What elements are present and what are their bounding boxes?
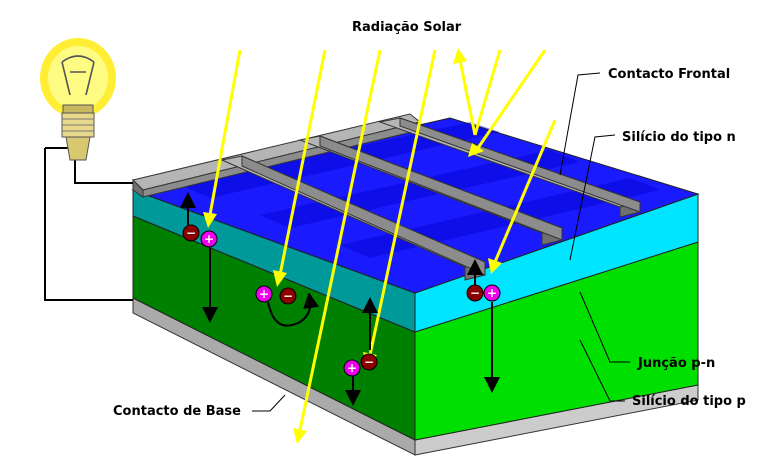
leader-line-base-contact [252, 394, 286, 412]
svg-text:−: − [283, 289, 293, 303]
sun-ray [293, 49, 382, 444]
leader-line-p-silicon [579, 339, 625, 402]
hole: + [343, 359, 361, 377]
leader-line-pn-junction [579, 291, 630, 363]
hole: + [200, 230, 218, 248]
sun-ray [203, 49, 242, 228]
leader-line-front-contact [559, 72, 601, 176]
label-solar-radiation: Radiação Solar [352, 20, 462, 35]
electron: − [466, 284, 484, 302]
label-p-silicon: Silício do tipo p [632, 394, 746, 409]
svg-text:−: − [470, 286, 480, 300]
sun-ray-reflected [453, 48, 502, 136]
top-shade-band [180, 122, 500, 198]
sun-ray [468, 49, 547, 157]
light-bulb-icon [40, 38, 116, 161]
svg-text:−: − [186, 226, 196, 240]
hole: + [255, 285, 273, 303]
front-contact-finger-edge [319, 135, 563, 241]
label-front-contact: Contacto Frontal [608, 67, 730, 82]
svg-text:+: + [259, 287, 269, 301]
svg-text:+: + [204, 232, 214, 246]
svg-text:+: + [487, 286, 497, 300]
svg-text:−: − [364, 355, 374, 369]
electron: − [182, 224, 200, 242]
sun-ray [488, 119, 557, 274]
label-pn-junction: Junção p-n [637, 356, 715, 371]
electron: − [279, 287, 297, 305]
label-base-contact: Contacto de Base [113, 404, 241, 419]
label-n-silicon: Silício do tipo n [622, 130, 736, 145]
recombination-arrow [267, 292, 320, 327]
hole: + [483, 284, 501, 302]
svg-text:+: + [347, 361, 357, 375]
sun-ray [273, 49, 327, 287]
electron: − [360, 353, 378, 371]
wire-top [74, 160, 133, 184]
leader-line-n-silicon [569, 134, 616, 261]
wire-bottom [44, 148, 133, 301]
front-contact-finger-edge [241, 155, 486, 276]
